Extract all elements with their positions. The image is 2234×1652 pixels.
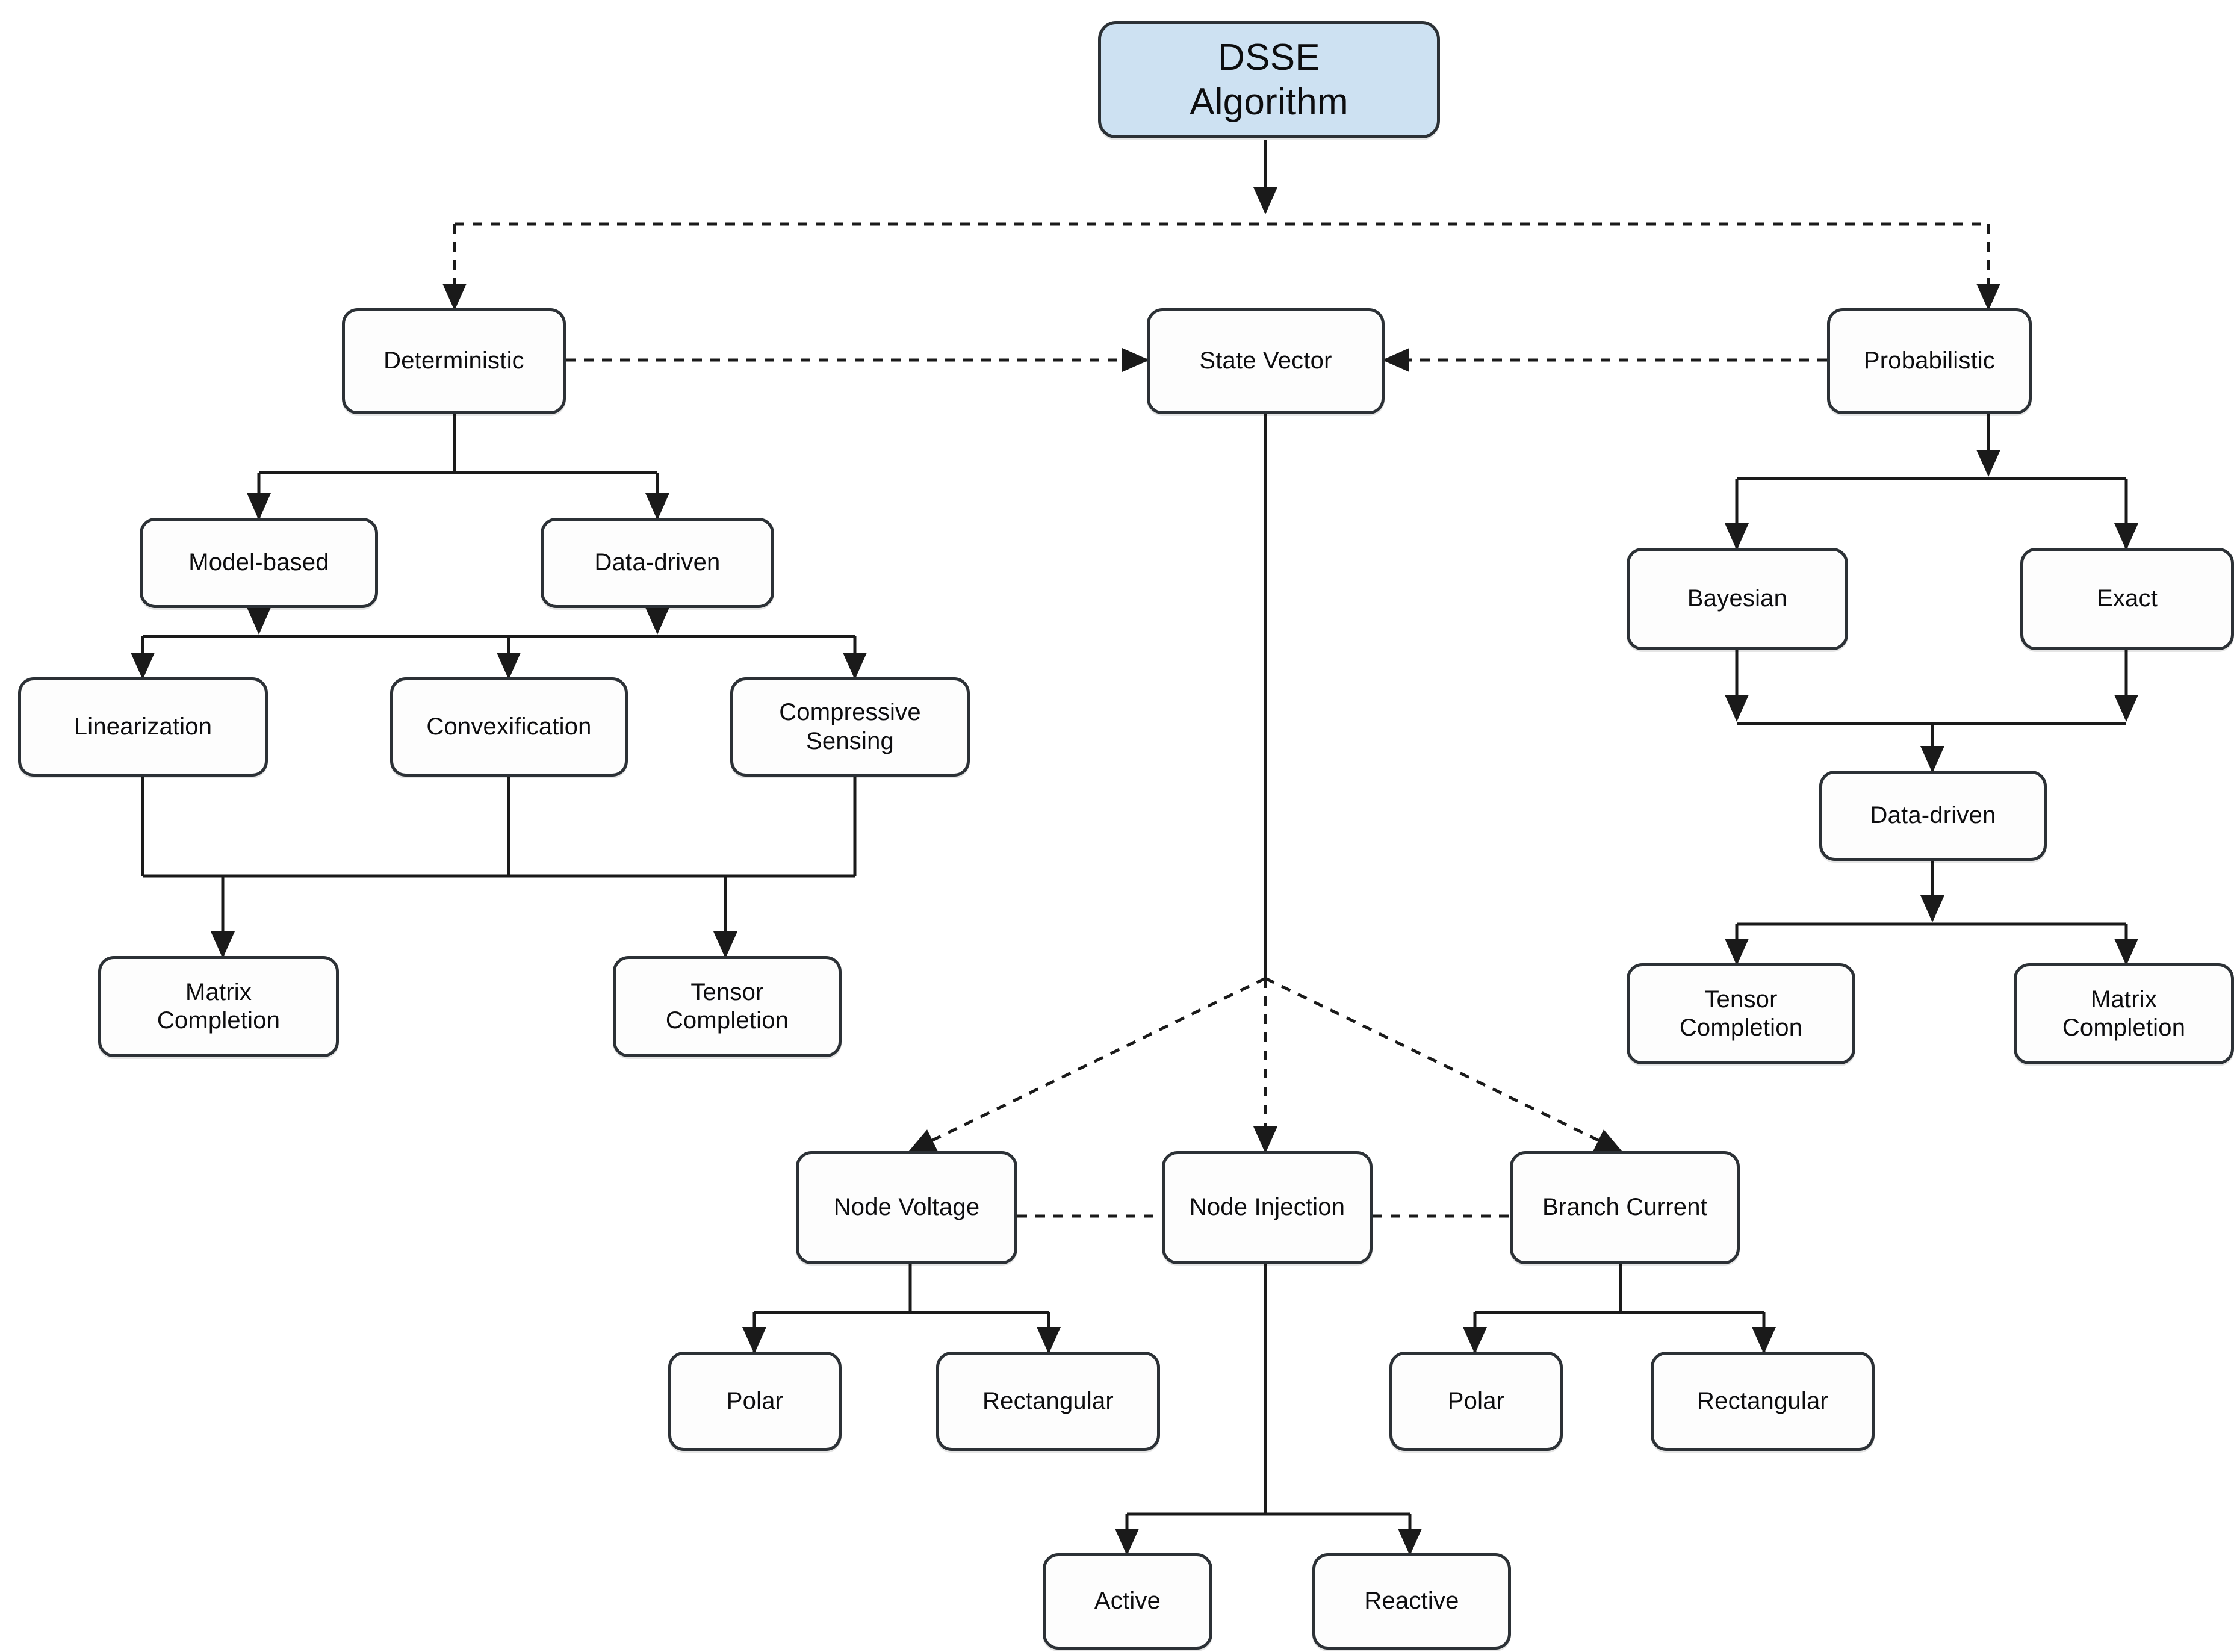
node-rectangular-right-label: Rectangular	[1697, 1387, 1828, 1414]
node-dsse-algorithm[interactable]: DSSE Algorithm	[1098, 21, 1440, 138]
node-linearization-label: Linearization	[73, 713, 213, 740]
node-polar-left-label: Polar	[726, 1387, 784, 1414]
node-dsse-line1: DSSE	[1218, 37, 1320, 79]
node-matrix-completion-right-line1: Matrix	[2090, 986, 2158, 1013]
node-node-voltage[interactable]: Node Voltage	[796, 1151, 1017, 1264]
node-matrix-completion-left[interactable]: Matrix Completion	[98, 956, 339, 1057]
node-state-vector-label: State Vector	[1199, 347, 1332, 374]
node-active-label: Active	[1094, 1588, 1161, 1615]
node-probabilistic-label: Probabilistic	[1863, 347, 1996, 374]
node-linearization[interactable]: Linearization	[18, 677, 268, 777]
node-rectangular-right[interactable]: Rectangular	[1651, 1352, 1875, 1451]
node-polar-right-label: Polar	[1447, 1387, 1505, 1414]
node-convexification[interactable]: Convexification	[390, 677, 628, 777]
node-data-driven-left[interactable]: Data-driven	[541, 518, 774, 608]
node-data-driven-right-label: Data-driven	[1870, 802, 1996, 829]
node-rectangular-left[interactable]: Rectangular	[936, 1352, 1160, 1451]
node-polar-right[interactable]: Polar	[1389, 1352, 1563, 1451]
node-reactive[interactable]: Reactive	[1312, 1553, 1511, 1650]
node-data-driven-left-label: Data-driven	[594, 549, 721, 576]
node-node-voltage-label: Node Voltage	[833, 1194, 980, 1221]
node-polar-left[interactable]: Polar	[668, 1352, 842, 1451]
node-dsse-line2: Algorithm	[1190, 81, 1348, 123]
node-compressive-sensing-line1: Compressive	[779, 699, 921, 726]
node-tensor-completion-left[interactable]: Tensor Completion	[613, 956, 842, 1057]
node-branch-current-label: Branch Current	[1542, 1194, 1708, 1221]
node-tensor-completion-right[interactable]: Tensor Completion	[1627, 963, 1855, 1064]
node-convexification-label: Convexification	[426, 713, 592, 740]
node-active[interactable]: Active	[1043, 1553, 1212, 1650]
node-state-vector[interactable]: State Vector	[1147, 308, 1385, 414]
node-model-based-label: Model-based	[188, 549, 329, 576]
node-bayesian[interactable]: Bayesian	[1627, 548, 1848, 650]
node-tensor-completion-left-line2: Completion	[665, 1007, 789, 1034]
node-tensor-completion-right-line1: Tensor	[1704, 986, 1778, 1013]
node-probabilistic[interactable]: Probabilistic	[1827, 308, 2032, 414]
node-data-driven-right[interactable]: Data-driven	[1819, 771, 2047, 861]
node-reactive-label: Reactive	[1364, 1588, 1459, 1615]
node-node-injection-label: Node Injection	[1189, 1194, 1345, 1221]
node-rectangular-left-label: Rectangular	[982, 1387, 1114, 1414]
node-tensor-completion-left-line1: Tensor	[690, 978, 764, 1005]
node-matrix-completion-right-line2: Completion	[2062, 1014, 2186, 1041]
node-matrix-completion-left-line2: Completion	[157, 1007, 281, 1034]
node-matrix-completion-right[interactable]: Matrix Completion	[2014, 963, 2234, 1064]
node-compressive-sensing-line2: Sensing	[806, 727, 894, 754]
node-branch-current[interactable]: Branch Current	[1510, 1151, 1740, 1264]
node-tensor-completion-right-line2: Completion	[1679, 1014, 1803, 1041]
node-node-injection[interactable]: Node Injection	[1162, 1151, 1373, 1264]
node-exact-label: Exact	[2096, 585, 2158, 612]
node-bayesian-label: Bayesian	[1687, 585, 1788, 612]
node-deterministic-label: Deterministic	[383, 347, 524, 374]
node-compressive-sensing[interactable]: Compressive Sensing	[730, 677, 970, 777]
node-exact[interactable]: Exact	[2020, 548, 2234, 650]
node-matrix-completion-left-line1: Matrix	[185, 978, 252, 1005]
node-deterministic[interactable]: Deterministic	[342, 308, 566, 414]
node-model-based[interactable]: Model-based	[140, 518, 378, 608]
